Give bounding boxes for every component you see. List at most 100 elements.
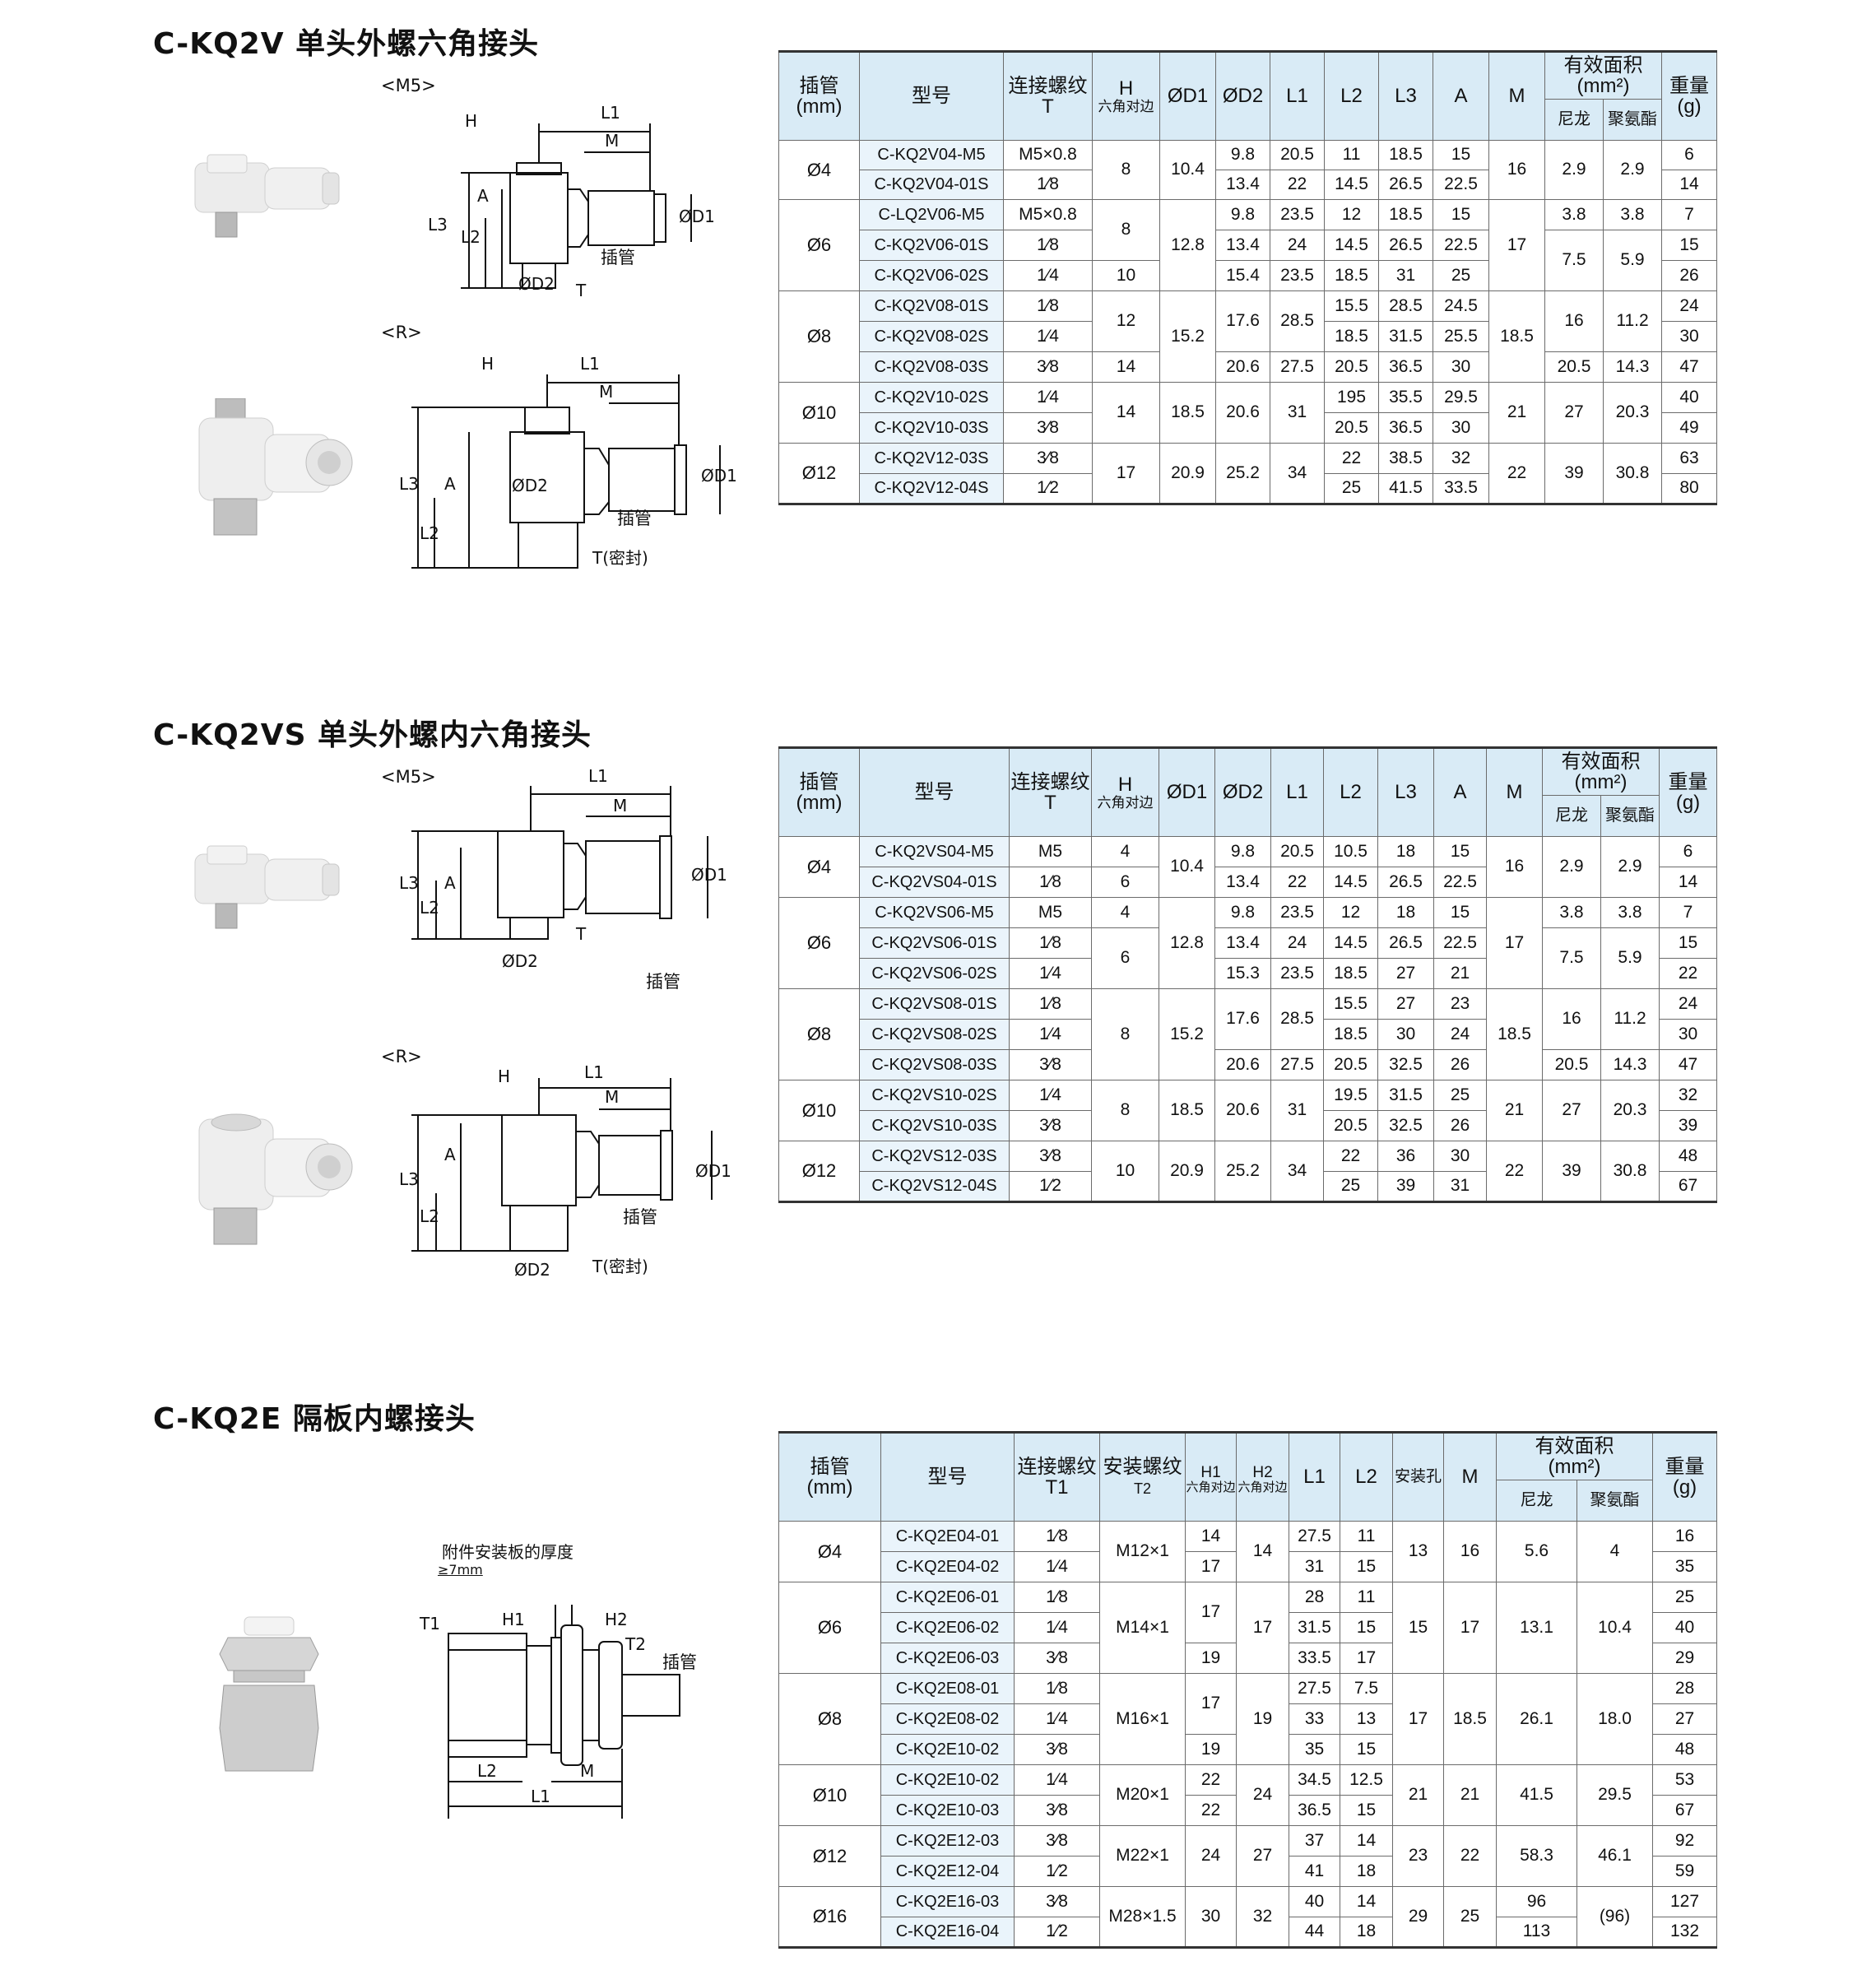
table-cell: 32 [1433, 443, 1489, 474]
table-cell: 16 [1488, 140, 1545, 200]
kq2v-th-pipe: 插管(mm) [778, 51, 860, 141]
kq2vs-th-l3: L3 [1377, 747, 1434, 837]
table-cell: 12 [1092, 290, 1160, 352]
table-cell: Ø16 [778, 1886, 881, 1948]
table-cell: M5×0.8 [1003, 199, 1093, 230]
table-cell: 13 [1392, 1521, 1444, 1582]
table-cell: 17 [1392, 1673, 1444, 1765]
table-cell: 18.5 [1159, 382, 1216, 444]
table-cell: 17 [1185, 1551, 1237, 1582]
table-cell: 13.1 [1496, 1582, 1577, 1674]
kq2vs-r-dim-a: A [444, 1145, 456, 1164]
table-cell: 15.5 [1324, 290, 1379, 322]
table-cell: 10 [1092, 260, 1160, 291]
kq2e-th-hole: 安装孔 [1392, 1432, 1444, 1522]
table-cell: 67 [1659, 1171, 1717, 1202]
table-cell: 31.5 [1377, 1080, 1434, 1111]
table-cell: C-KQ2E10-02 [880, 1764, 1015, 1796]
kq2e-th-m: M [1443, 1432, 1497, 1522]
table-cell: 1⁄8 [1014, 1673, 1100, 1704]
table-cell: 22 [1488, 443, 1545, 504]
table-cell: Ø10 [778, 382, 860, 444]
table-cell: 25 [1652, 1582, 1717, 1613]
table-cell: 44 [1289, 1917, 1340, 1948]
table-cell: 3⁄8 [1009, 1049, 1092, 1080]
kq2e-plate-note: 附件安装板的厚度 [442, 1542, 573, 1562]
table-cell: C-KQ2E06-01 [880, 1582, 1015, 1613]
kq2vs-r-drawing: L1 M H A L2 L3 ØD1 ØD2 T(密封) 插管 [399, 1062, 731, 1280]
kq2vs-m5-dim-l3: L3 [399, 873, 419, 893]
table-cell: 41.5 [1378, 473, 1433, 504]
table-cell: 10.4 [1159, 140, 1216, 200]
table-cell: 32 [1236, 1886, 1289, 1948]
table-cell: 14.3 [1600, 1049, 1660, 1080]
table-cell: C-KQ2E08-02 [880, 1703, 1015, 1735]
table-cell: 40 [1652, 1612, 1717, 1643]
table-cell: 63 [1661, 443, 1717, 474]
table-cell: 14 [1092, 351, 1160, 383]
kq2vs-r-dim-l2: L2 [420, 1206, 439, 1226]
table-cell: 14 [1185, 1521, 1237, 1552]
table-cell: Ø6 [778, 897, 860, 989]
table-cell: 36.5 [1289, 1795, 1340, 1826]
table-cell: 20.9 [1159, 443, 1216, 504]
kq2v-r-dim-l1: L1 [580, 354, 600, 374]
table-cell: 14.5 [1324, 230, 1379, 261]
table-cell: 12.8 [1159, 199, 1216, 291]
table-cell: 14 [1661, 170, 1717, 200]
kq2e-th-l1: L1 [1289, 1432, 1340, 1522]
table-cell: 34.5 [1289, 1764, 1340, 1796]
table-cell: 3⁄8 [1014, 1643, 1100, 1674]
table-cell: 28 [1289, 1582, 1340, 1613]
kq2vs-th-d2: ØD2 [1214, 747, 1271, 837]
table-cell: 9.8 [1214, 897, 1271, 928]
table-cell: 17 [1486, 897, 1543, 989]
table-cell: 1⁄4 [1014, 1703, 1100, 1735]
table-cell: C-KQ2E06-02 [880, 1612, 1015, 1643]
table-cell: C-KQ2VS06-02S [859, 958, 1010, 989]
table-cell: 14.5 [1323, 867, 1378, 898]
table-cell: 58.3 [1496, 1825, 1577, 1887]
kq2v-r-dim-l2: L2 [420, 523, 439, 543]
table-cell: Ø8 [778, 290, 860, 383]
table-cell: 15 [1433, 199, 1489, 230]
kq2e-th-nylon: 尼龙 [1496, 1480, 1577, 1522]
kq2vs-m5-dim-a: A [444, 873, 456, 893]
table-cell: 33.5 [1289, 1643, 1340, 1674]
table-cell: 34 [1270, 1141, 1324, 1202]
kq2e-th-l2: L2 [1340, 1432, 1393, 1522]
table-cell: M12×1 [1099, 1521, 1186, 1582]
table-cell: 6 [1661, 140, 1717, 170]
kq2vs-r-dim-h: H [498, 1066, 510, 1086]
table-cell: C-KQ2E04-02 [880, 1551, 1015, 1582]
table-cell: 80 [1661, 473, 1717, 504]
kq2vs-m5-photo [194, 845, 340, 929]
table-cell: 48 [1652, 1734, 1717, 1765]
table-cell: 12.8 [1159, 897, 1215, 989]
table-cell: 7 [1659, 897, 1717, 928]
kq2e-dim-m: M [580, 1761, 594, 1781]
table-cell: 17.6 [1214, 988, 1271, 1050]
table-cell: C-KQ2V06-01S [859, 230, 1004, 261]
table-cell: 11.2 [1603, 290, 1662, 352]
table-cell: 13 [1340, 1703, 1393, 1735]
table-cell: 20.6 [1214, 1049, 1271, 1080]
table-cell: 20.5 [1270, 836, 1324, 867]
table-cell: 17 [1443, 1582, 1497, 1674]
table-cell: 15 [1433, 897, 1487, 928]
table-cell: 26.5 [1378, 230, 1433, 261]
kq2v-m5-dim-a: A [477, 186, 489, 206]
table-cell: Ø12 [778, 443, 860, 504]
table-cell: 26.1 [1496, 1673, 1577, 1765]
table-cell: 29.5 [1433, 382, 1489, 413]
table-cell: 29.5 [1576, 1764, 1653, 1826]
